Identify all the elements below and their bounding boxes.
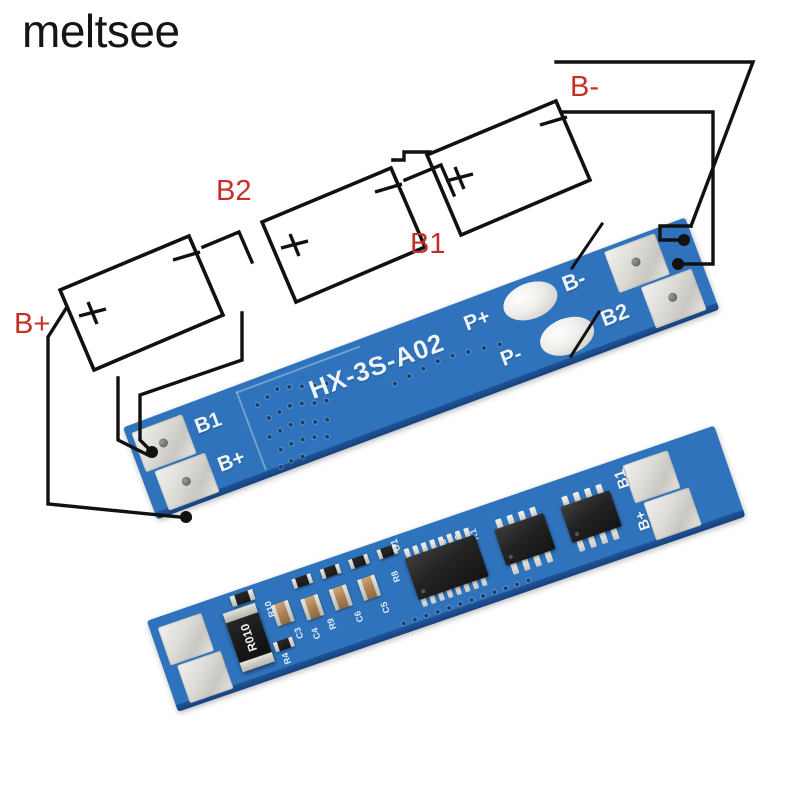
label-b2: B2 [216,175,251,207]
cell2-plus-horizontal [280,239,309,250]
label-b-minus: B- [570,71,599,103]
wire-cell2-to-cell3 [402,162,457,198]
watermark-text: meltsee [22,5,180,57]
lead-dot-b1-pad [146,446,158,458]
battery-cell-2 [259,165,428,305]
cell3-minus [539,115,568,127]
lead-dot-bplus-pad [180,511,192,523]
label-b-plus: B+ [14,308,50,340]
wire-bplus-bus [46,304,192,520]
battery-cell-1 [57,233,226,373]
wire-cell1-to-cell2 [200,229,255,265]
leadline-pminus [568,309,602,359]
cell1-plus-horizontal [78,307,107,318]
cell2-minus [374,182,403,194]
lead-dot-bminus-pad [678,234,690,246]
wire-b2-bus [535,110,715,266]
wire-b1-down [116,376,151,458]
lead-dot-b2-pad [672,258,684,270]
wire-b1-bus [391,150,432,162]
leadline-pplus [569,221,605,271]
label-b1: B1 [410,228,445,260]
wire-bminus-to-pad [658,224,693,242]
battery-cell-3 [424,98,593,238]
cell1-minus [172,250,201,262]
cell3-plus-horizontal [445,172,474,183]
wire-b1-route [138,311,244,455]
